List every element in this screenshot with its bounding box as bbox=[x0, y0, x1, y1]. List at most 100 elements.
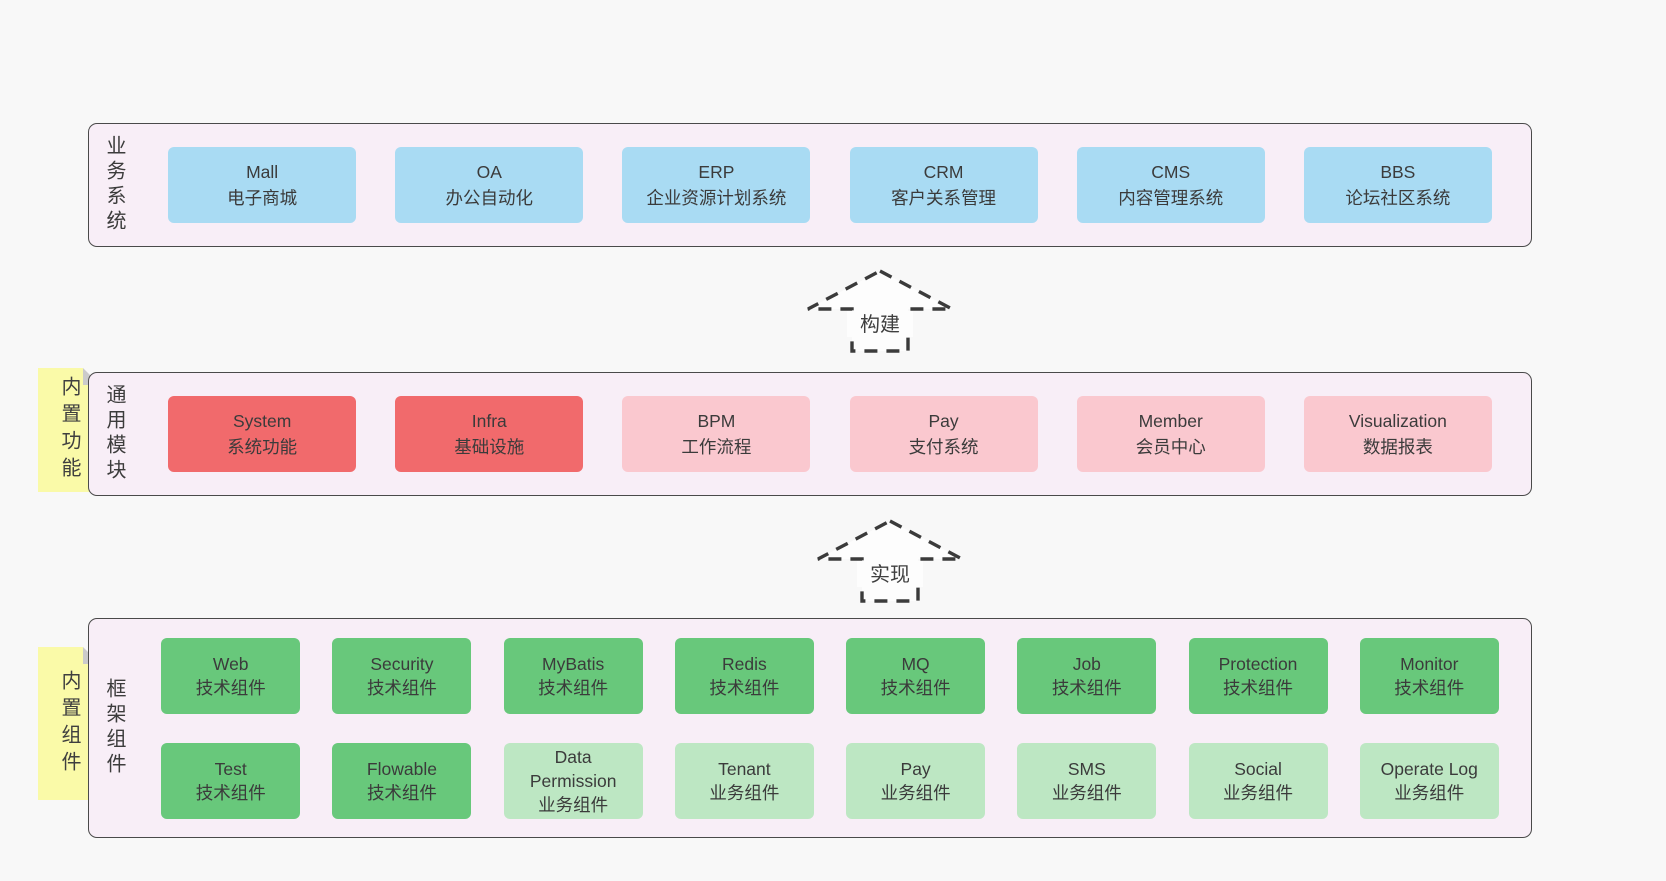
node-protection: Protection 技术组件 bbox=[1188, 637, 1328, 714]
business-systems-panel: 业务系统 Mall 电子商城 OA 办公自动化 ERP 企业资源计划系统 CRM… bbox=[88, 123, 1532, 247]
node-subtitle: 技术组件 bbox=[1223, 677, 1294, 698]
node-subtitle: 基础设施 bbox=[454, 437, 525, 457]
node-subtitle: 数据报表 bbox=[1362, 437, 1433, 457]
node-subtitle: 技术组件 bbox=[195, 782, 266, 803]
node-member: Member 会员中心 bbox=[1076, 396, 1265, 472]
node-title: Job bbox=[1072, 653, 1101, 674]
node-bbs: BBS 论坛社区系统 bbox=[1303, 147, 1492, 223]
node-title: Mall bbox=[246, 162, 279, 182]
node-title: MyBatis bbox=[542, 653, 605, 674]
node-web: Web 技术组件 bbox=[161, 637, 301, 714]
node-visualization: Visualization 数据报表 bbox=[1303, 396, 1492, 472]
node-subtitle: 会员中心 bbox=[1135, 437, 1206, 457]
node-crm: CRM 客户关系管理 bbox=[849, 147, 1038, 223]
framework-components-rows: Web 技术组件 Security 技术组件 MyBatis 技术组件 Redi… bbox=[129, 637, 1531, 819]
arrow-label-bg bbox=[857, 561, 923, 587]
node-title: CMS bbox=[1151, 162, 1191, 182]
node-test: Test 技术组件 bbox=[161, 742, 301, 819]
node-subtitle: 系统功能 bbox=[227, 437, 298, 457]
node-title: Tenant bbox=[718, 758, 771, 779]
node-system: System 系统功能 bbox=[168, 396, 357, 472]
node-subtitle: 业务组件 bbox=[1223, 782, 1294, 803]
node-title: System bbox=[232, 411, 292, 431]
node-title: MQ bbox=[901, 653, 930, 674]
node-erp: ERP 企业资源计划系统 bbox=[622, 147, 811, 223]
framework-components-label: 框架组件 bbox=[103, 678, 125, 778]
node-title: BBS bbox=[1380, 162, 1416, 182]
node-subtitle: 办公自动化 bbox=[445, 188, 534, 208]
common-modules-label: 通用模块 bbox=[103, 384, 125, 484]
framework-row-1: Web 技术组件 Security 技术组件 MyBatis 技术组件 Redi… bbox=[129, 637, 1531, 714]
node-subtitle: 技术组件 bbox=[880, 677, 951, 698]
build-arrow-label: 构建 bbox=[860, 313, 900, 336]
node-title: Protection bbox=[1218, 653, 1298, 674]
node-title: Pay bbox=[928, 411, 959, 431]
built-in-components-label: 内置组件 bbox=[58, 669, 80, 778]
node-subtitle: 客户关系管理 bbox=[891, 188, 997, 208]
common-modules-boxes: System 系统功能 Infra 基础设施 BPM 工作流程 Pay 支付系统… bbox=[129, 396, 1531, 472]
node-subtitle: 业务组件 bbox=[1051, 782, 1122, 803]
node-subtitle: 企业资源计划系统 bbox=[646, 188, 787, 208]
node-pay-module: Pay 支付系统 bbox=[849, 396, 1038, 472]
build-arrow: 构建 bbox=[807, 269, 953, 353]
node-flowable: Flowable 技术组件 bbox=[332, 742, 472, 819]
business-systems-boxes: Mall 电子商城 OA 办公自动化 ERP 企业资源计划系统 CRM 客户关系… bbox=[129, 147, 1531, 223]
node-bpm: BPM 工作流程 bbox=[622, 396, 811, 472]
node-title: Monitor bbox=[1400, 653, 1459, 674]
node-security: Security 技术组件 bbox=[332, 637, 472, 714]
node-subtitle: 业务组件 bbox=[709, 782, 780, 803]
common-modules-panel: 通用模块 System 系统功能 Infra 基础设施 BPM 工作流程 Pay… bbox=[88, 372, 1532, 496]
node-subtitle: 论坛社区系统 bbox=[1345, 188, 1451, 208]
node-redis: Redis 技术组件 bbox=[674, 637, 814, 714]
node-subtitle: 技术组件 bbox=[709, 677, 780, 698]
node-job: Job 技术组件 bbox=[1017, 637, 1157, 714]
node-subtitle: 业务组件 bbox=[538, 794, 609, 815]
node-subtitle: 电子商城 bbox=[227, 188, 298, 208]
node-social: Social 业务组件 bbox=[1188, 742, 1328, 819]
node-title: Test bbox=[214, 758, 247, 779]
node-title: Flowable bbox=[366, 758, 437, 779]
node-title: BPM bbox=[697, 411, 736, 431]
node-title: Operate Log bbox=[1380, 758, 1478, 779]
framework-row-2: Test 技术组件 Flowable 技术组件 Data Permission … bbox=[129, 742, 1531, 819]
node-title: Visualization bbox=[1348, 411, 1447, 431]
node-sms: SMS 业务组件 bbox=[1017, 742, 1157, 819]
node-title: Data Permission bbox=[529, 746, 617, 791]
node-mybatis: MyBatis 技术组件 bbox=[503, 637, 643, 714]
node-operate-log: Operate Log 业务组件 bbox=[1359, 742, 1499, 819]
node-data-permission: Data Permission 业务组件 bbox=[503, 742, 643, 819]
node-title: Redis bbox=[722, 653, 767, 674]
node-subtitle: 技术组件 bbox=[195, 677, 266, 698]
node-subtitle: 技术组件 bbox=[366, 677, 437, 698]
node-subtitle: 支付系统 bbox=[908, 437, 979, 457]
node-subtitle: 内容管理系统 bbox=[1118, 188, 1224, 208]
node-oa: OA 办公自动化 bbox=[395, 147, 584, 223]
built-in-features-label: 内置功能 bbox=[58, 376, 80, 484]
node-title: ERP bbox=[698, 162, 735, 182]
node-mq: MQ 技术组件 bbox=[846, 637, 986, 714]
node-subtitle: 技术组件 bbox=[1394, 677, 1465, 698]
node-title: CRM bbox=[923, 162, 964, 182]
node-title: Security bbox=[370, 653, 434, 674]
node-cms: CMS 内容管理系统 bbox=[1076, 147, 1265, 223]
implement-arrow: 实现 bbox=[817, 519, 963, 603]
arrow-label-bg bbox=[847, 311, 913, 337]
node-mall: Mall 电子商城 bbox=[168, 147, 357, 223]
node-pay-component: Pay 业务组件 bbox=[846, 742, 986, 819]
node-subtitle: 技术组件 bbox=[366, 782, 437, 803]
node-title: Social bbox=[1234, 758, 1282, 779]
node-subtitle: 技术组件 bbox=[1051, 677, 1122, 698]
business-systems-label: 业务系统 bbox=[103, 135, 125, 235]
node-title: Infra bbox=[471, 411, 507, 431]
node-subtitle: 技术组件 bbox=[538, 677, 609, 698]
node-title: Member bbox=[1138, 411, 1203, 431]
implement-arrow-label: 实现 bbox=[870, 563, 910, 586]
node-infra: Infra 基础设施 bbox=[395, 396, 584, 472]
node-subtitle: 业务组件 bbox=[880, 782, 951, 803]
framework-components-panel: 框架组件 Web 技术组件 Security 技术组件 MyBatis 技术组件… bbox=[88, 618, 1532, 838]
node-title: OA bbox=[476, 162, 502, 182]
node-title: Pay bbox=[900, 758, 931, 779]
node-subtitle: 业务组件 bbox=[1394, 782, 1465, 803]
node-title: SMS bbox=[1067, 758, 1106, 779]
